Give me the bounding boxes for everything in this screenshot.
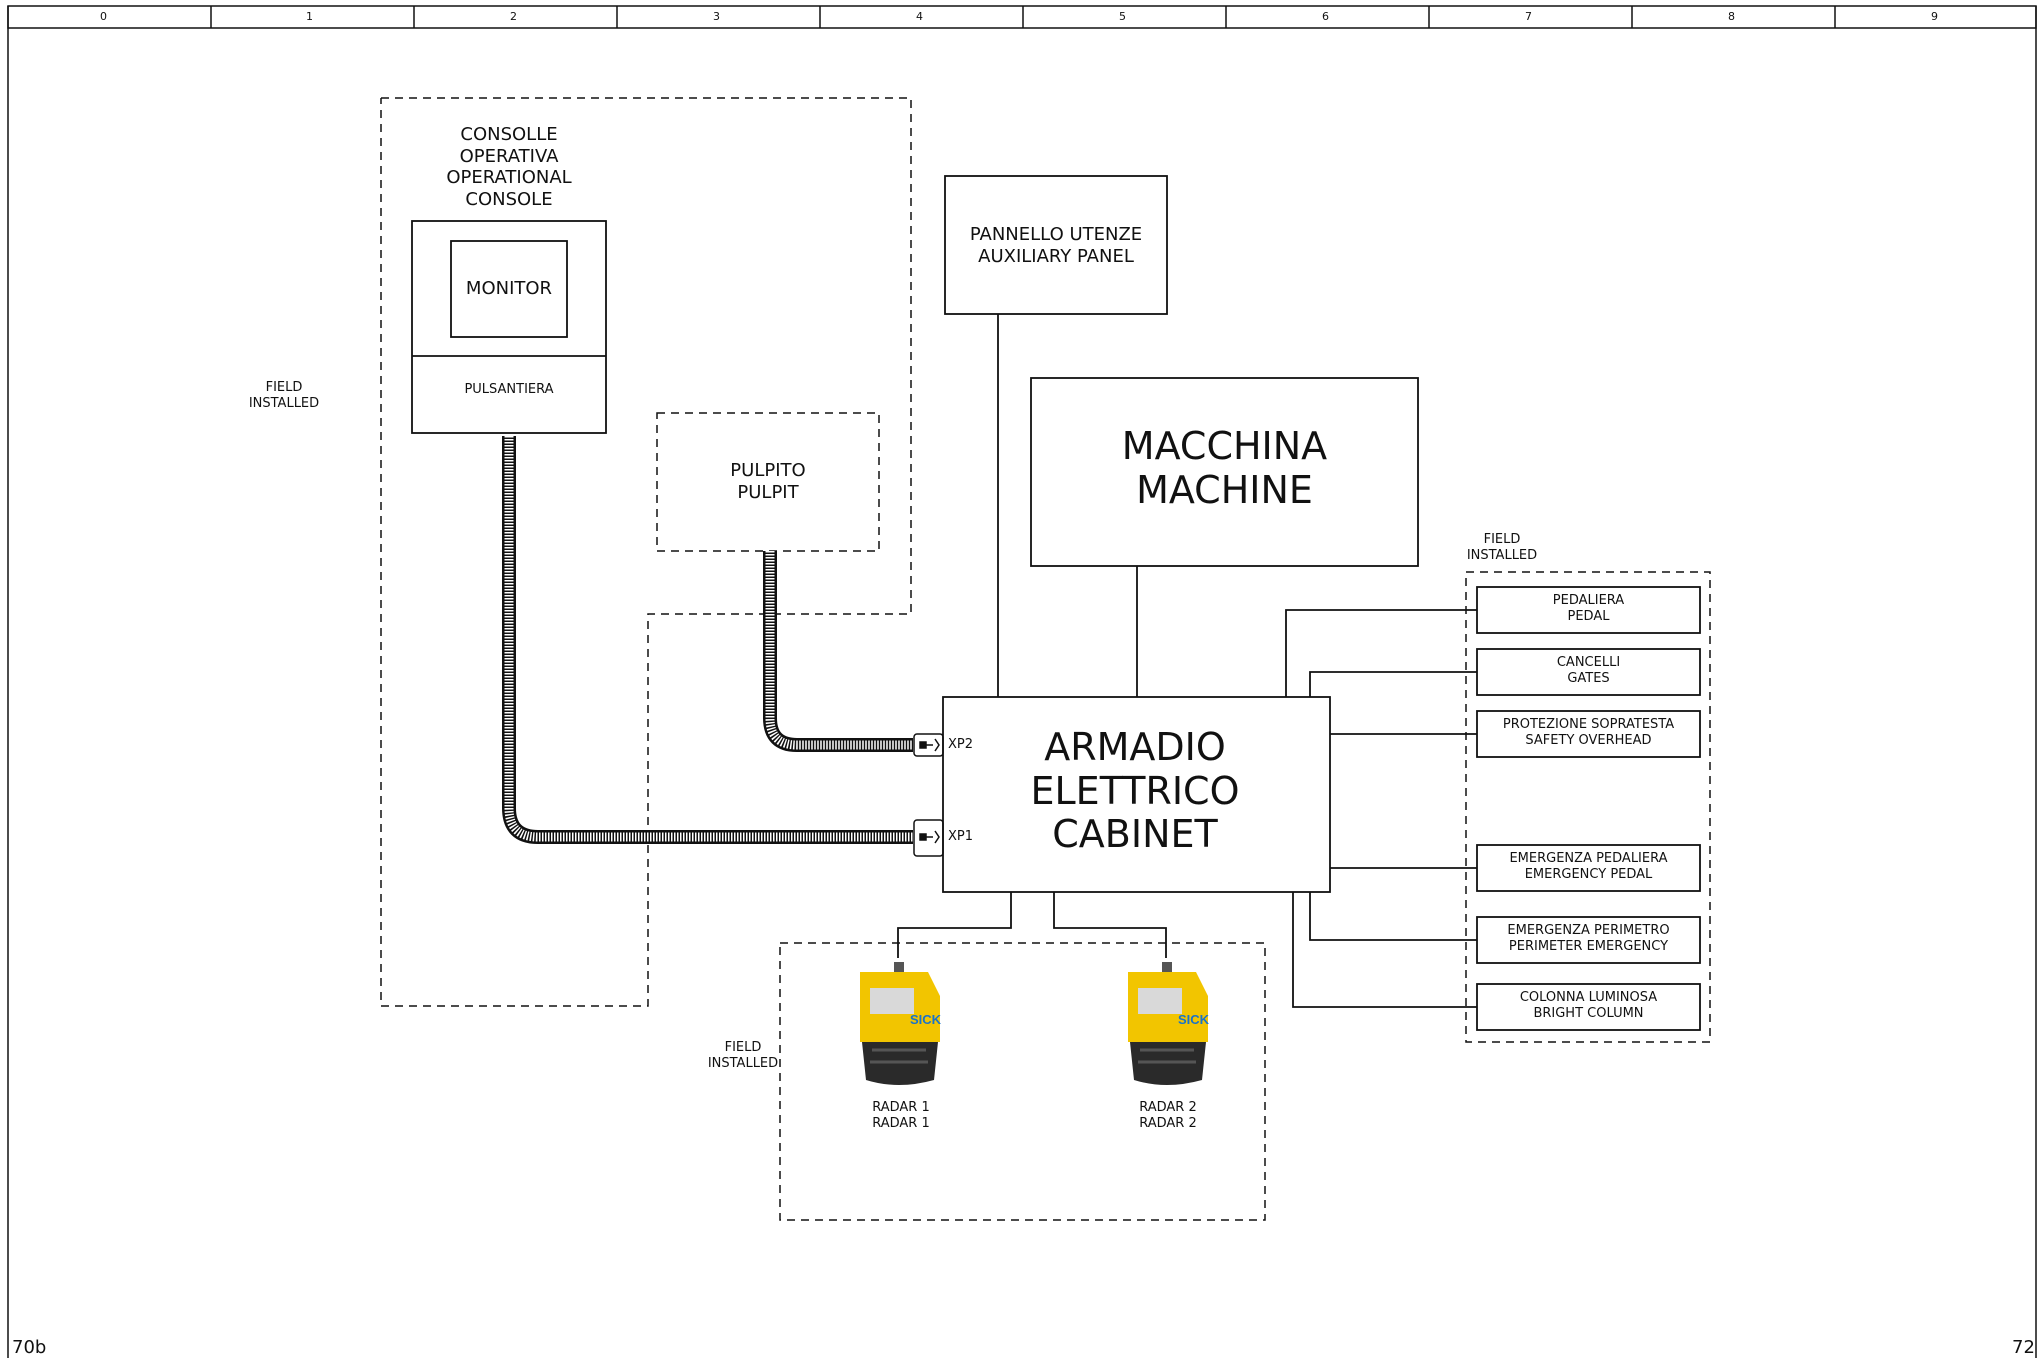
device-pedal: PEDALIERA PEDAL xyxy=(1477,593,1700,624)
prev-page-number[interactable]: 70b xyxy=(12,1338,46,1358)
ruler-label-1: 1 xyxy=(306,10,313,23)
field-devices-zone xyxy=(1466,572,1710,1042)
ruler-label-3: 3 xyxy=(713,10,720,23)
connector-xp2-label: XP2 xyxy=(948,737,973,753)
console-box xyxy=(412,221,606,433)
svg-text:SICK: SICK xyxy=(910,1012,942,1027)
pushbutton-panel-label: PULSANTIERA xyxy=(412,382,606,398)
ruler-label-9: 9 xyxy=(1931,10,1938,23)
field-installed-label-devices: FIELD INSTALLED xyxy=(1462,532,1542,563)
ruler-label-4: 4 xyxy=(916,10,923,23)
device-perimeter-emergency: EMERGENZA PERIMETRO PERIMETER EMERGENCY xyxy=(1477,923,1700,954)
field-installed-label-console: FIELD INSTALLED xyxy=(244,380,324,411)
cabinet-label: ARMADIO ELETTRICO CABINET xyxy=(1004,726,1266,857)
connector-xp2 xyxy=(914,734,943,756)
device-safety-overhead: PROTEZIONE SOPRATESTA SAFETY OVERHEAD xyxy=(1477,717,1700,748)
ruler-label-0: 0 xyxy=(100,10,107,23)
field-installed-label-radars: FIELD INSTALLED xyxy=(703,1040,783,1071)
connector-xp1 xyxy=(914,820,943,856)
radar-1-image: SICK xyxy=(860,962,942,1085)
cable-xp2 xyxy=(770,551,913,745)
radar-1-label: RADAR 1 RADAR 1 xyxy=(846,1100,956,1131)
radar-2-image: SICK xyxy=(1128,962,1210,1085)
ruler-label-8: 8 xyxy=(1728,10,1735,23)
ruler-label-5: 5 xyxy=(1119,10,1126,23)
next-page-number[interactable]: 72 xyxy=(2012,1338,2035,1358)
device-bright-column: COLONNA LUMINOSA BRIGHT COLUMN xyxy=(1477,990,1700,1021)
connector-xp1-label: XP1 xyxy=(948,829,973,845)
console-title: CONSOLLE OPERATIVA OPERATIONAL CONSOLE xyxy=(420,124,598,210)
ruler-label-2: 2 xyxy=(510,10,517,23)
sheet-border xyxy=(8,6,2036,1358)
radar-2-label: RADAR 2 RADAR 2 xyxy=(1113,1100,1223,1131)
console-zone xyxy=(381,98,911,1006)
ruler-label-7: 7 xyxy=(1525,10,1532,23)
pulpit-label: PULPITO PULPIT xyxy=(657,460,879,503)
ruler-label-6: 6 xyxy=(1322,10,1329,23)
aux-panel-label: PANNELLO UTENZE AUXILIARY PANEL xyxy=(945,224,1167,267)
device-emergency-pedal: EMERGENZA PEDALIERA EMERGENCY PEDAL xyxy=(1477,851,1700,882)
monitor-label: MONITOR xyxy=(451,278,567,300)
wiring xyxy=(898,314,1477,1007)
machine-label: MACCHINA MACHINE xyxy=(1031,425,1418,512)
device-gates: CANCELLI GATES xyxy=(1477,655,1700,686)
svg-text:SICK: SICK xyxy=(1178,1012,1210,1027)
